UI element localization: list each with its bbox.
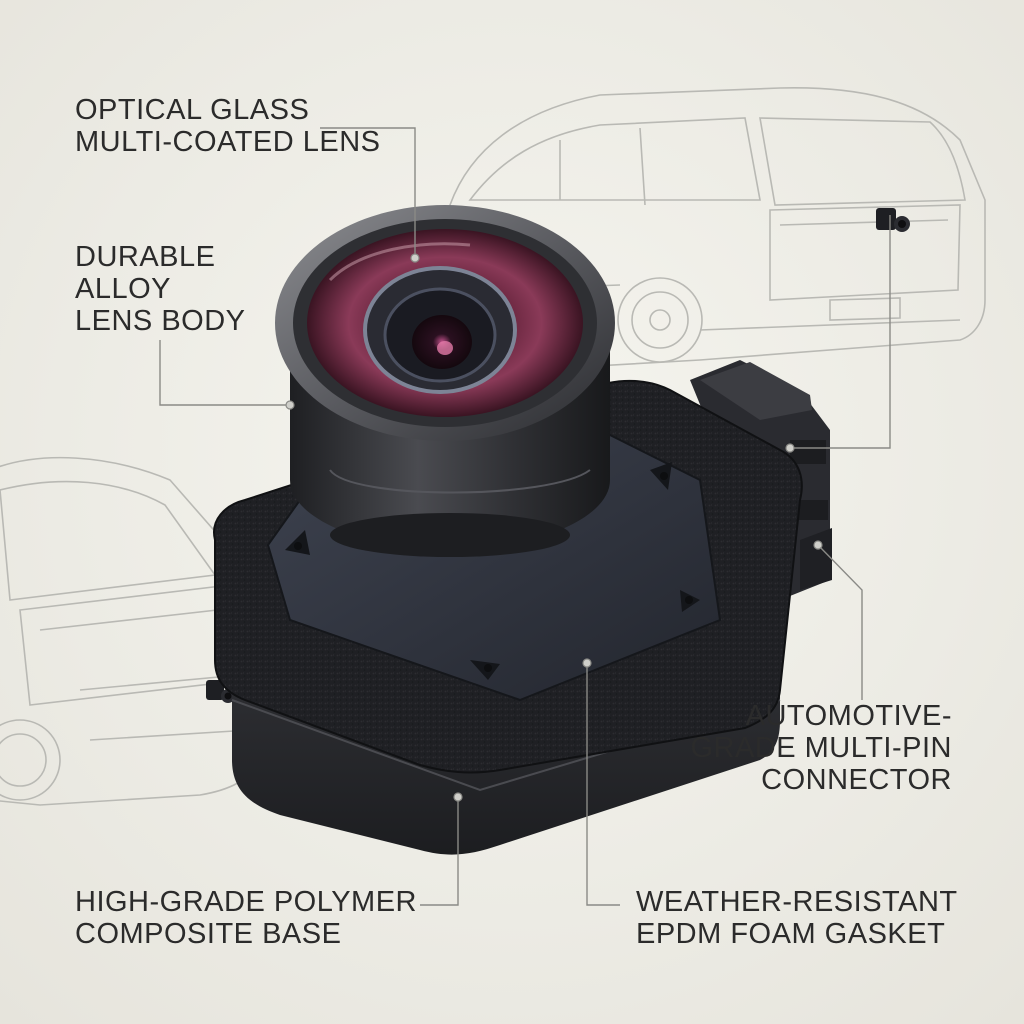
callout-lens-line1: OPTICAL GLASS xyxy=(75,94,310,126)
callout-body-line1: DURABLE xyxy=(75,241,216,273)
callout-base: HIGH-GRADE POLYMER COMPOSITE BASE xyxy=(75,886,417,950)
leader-dots xyxy=(285,253,823,802)
callout-connector-line3: CONNECTOR xyxy=(761,764,952,796)
mini-camera-top-right xyxy=(876,208,910,232)
callout-body-line3: LENS BODY xyxy=(75,305,246,337)
callout-connector-line2: GRADE MULTI-PIN xyxy=(690,732,952,764)
callout-gasket: WEATHER-RESISTANT EPDM FOAM GASKET xyxy=(636,886,958,950)
callout-body: DURABLE ALLOY LENS BODY xyxy=(75,241,246,337)
callout-base-line2: COMPOSITE BASE xyxy=(75,918,342,950)
callout-connector: AUTOMOTIVE- GRADE MULTI-PIN CONNECTOR xyxy=(690,700,952,796)
lens-front xyxy=(275,205,615,441)
callout-lens: OPTICAL GLASS MULTI-COATED LENS xyxy=(75,94,381,158)
callout-base-line1: HIGH-GRADE POLYMER xyxy=(75,886,418,918)
callout-connector-line1: AUTOMOTIVE- xyxy=(745,700,952,732)
callout-lens-line2: MULTI-COATED LENS xyxy=(75,126,381,158)
callout-body-line2: ALLOY xyxy=(75,273,171,305)
callout-gasket-line2: EPDM FOAM GASKET xyxy=(636,918,946,950)
leader-lines xyxy=(159,127,891,906)
callout-gasket-line1: WEATHER-RESISTANT xyxy=(636,886,958,918)
